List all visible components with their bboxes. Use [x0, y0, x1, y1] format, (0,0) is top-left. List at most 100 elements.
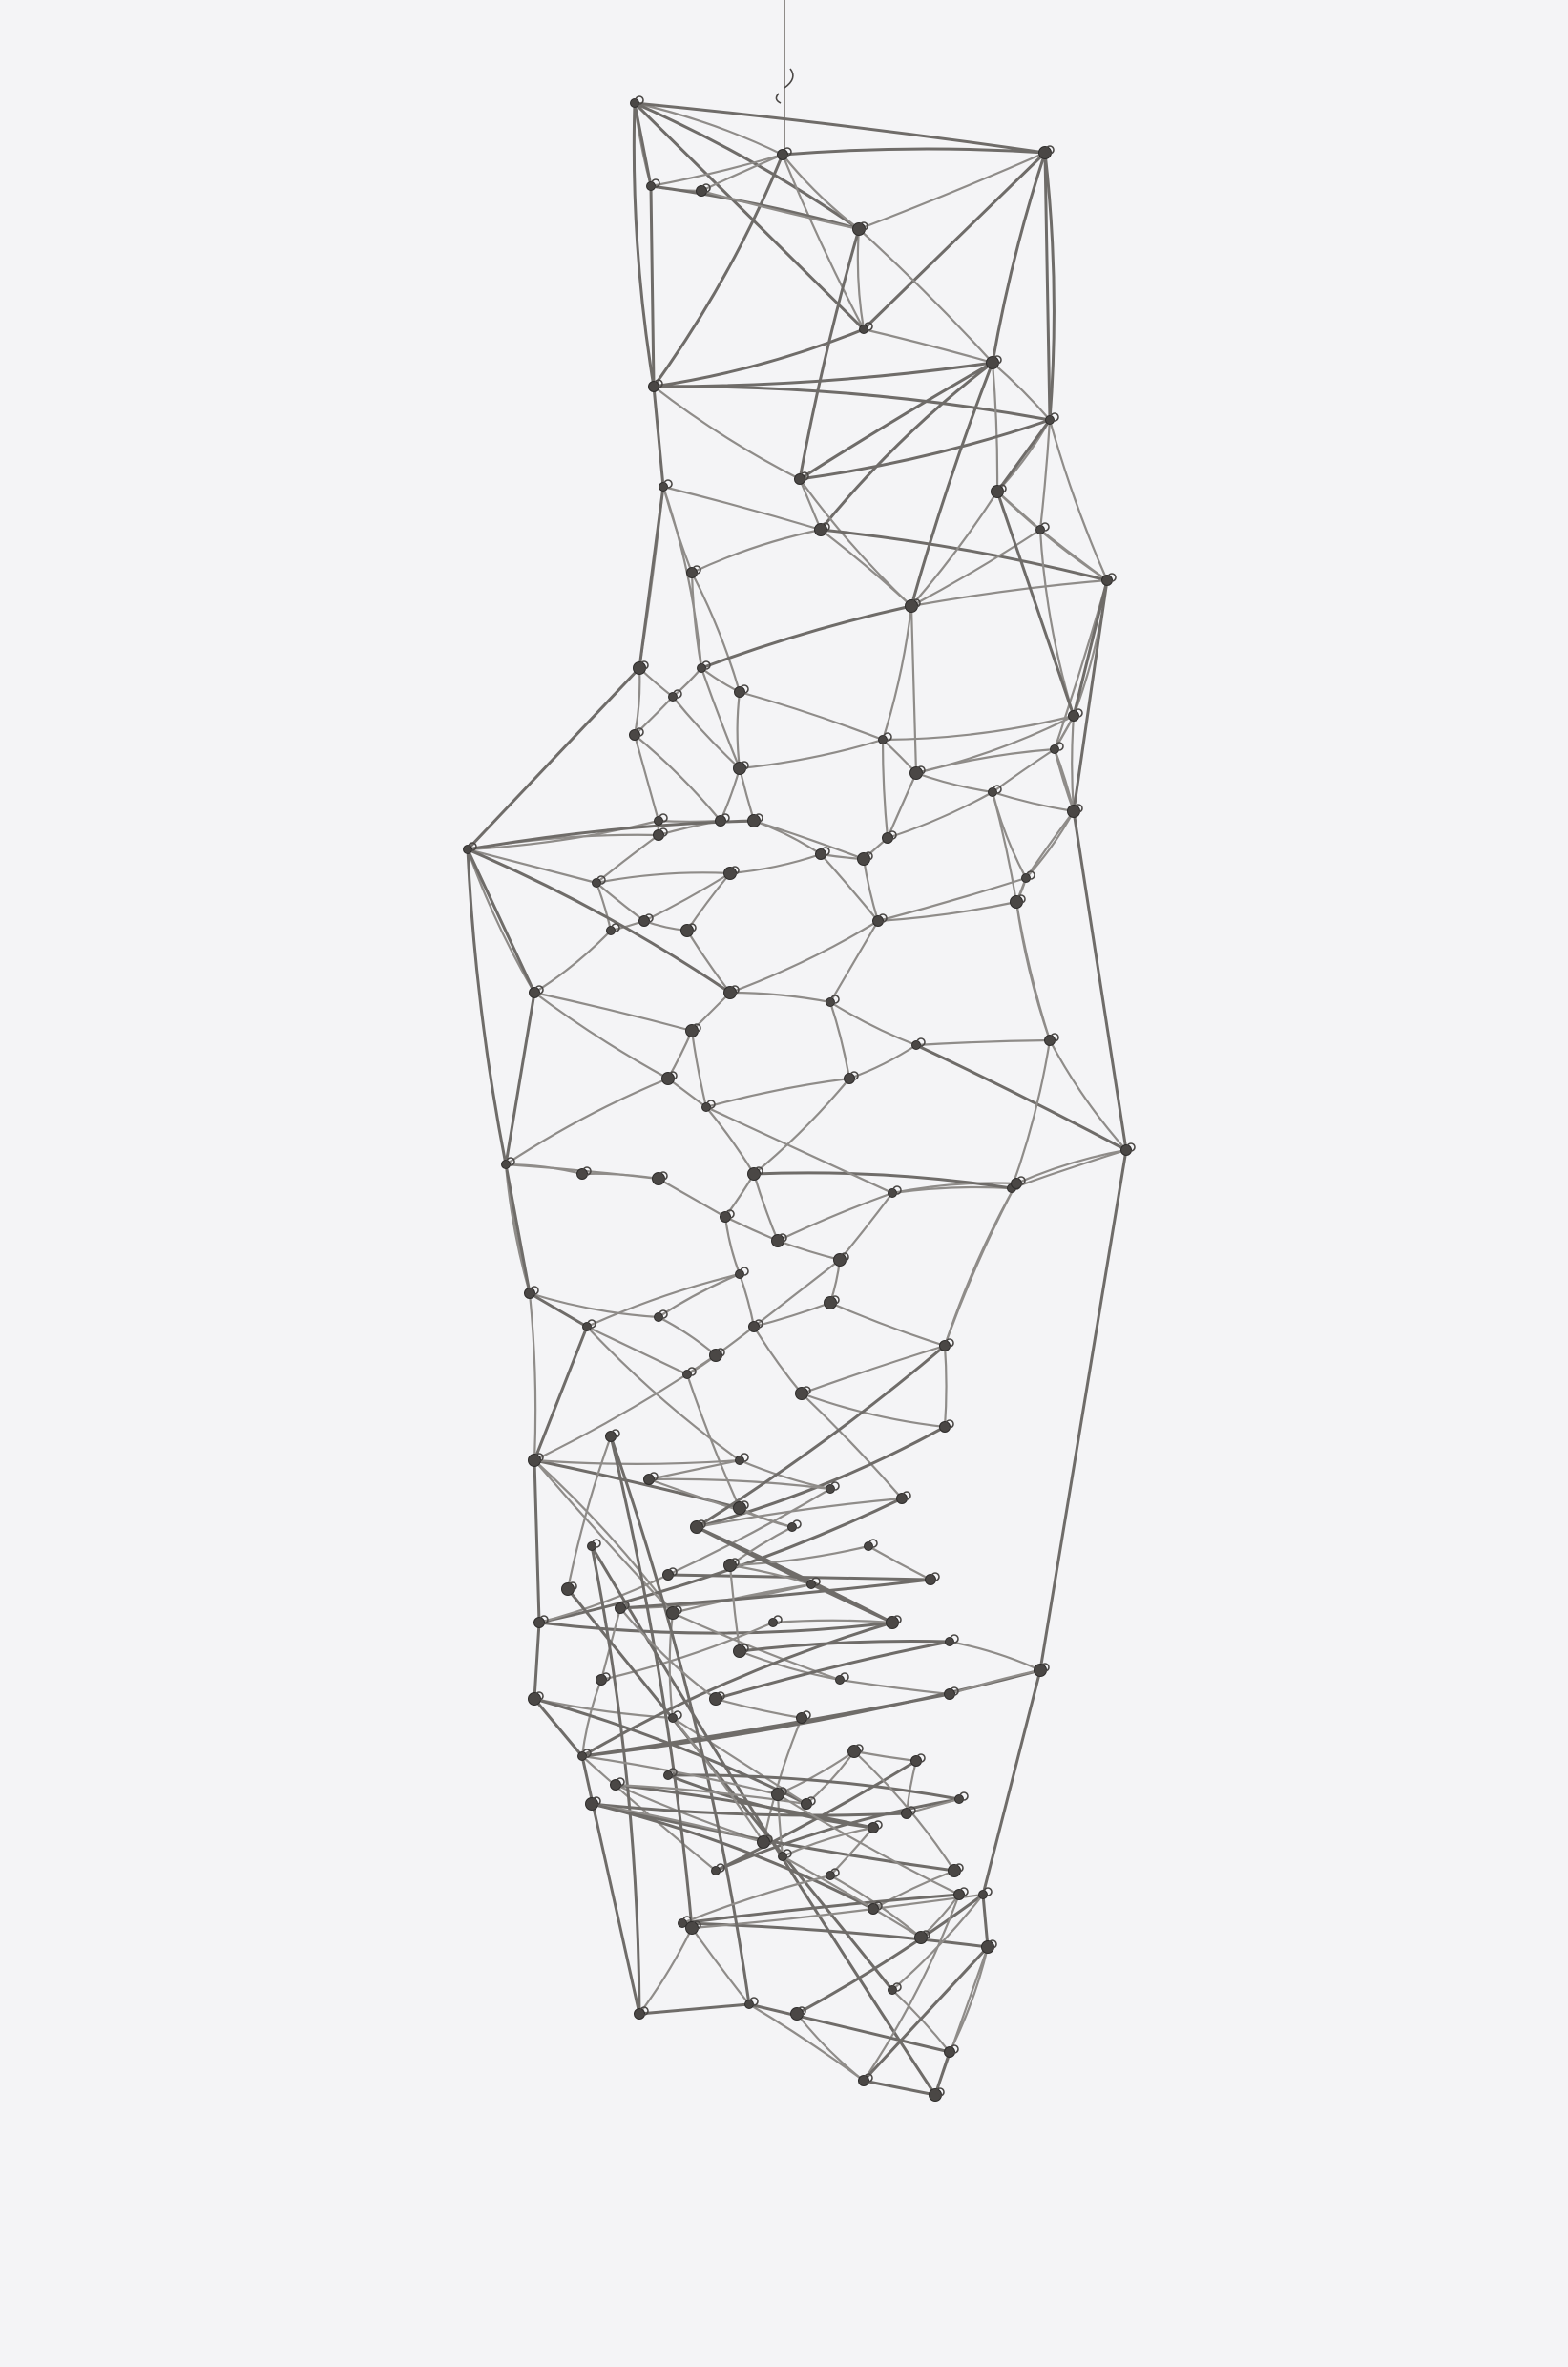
- wire-segment: [771, 1619, 894, 1624]
- wire-joint: [847, 1744, 864, 1758]
- wire-segment: [914, 771, 994, 794]
- wire-joint: [991, 484, 1007, 498]
- wire-segment: [914, 747, 1056, 775]
- wire-joint: [794, 471, 809, 485]
- wire-segment: [752, 819, 823, 856]
- wire-joint: [709, 1691, 725, 1706]
- wire-segment: [867, 1544, 932, 1581]
- wire-joint: [501, 1157, 515, 1169]
- wire-segment: [671, 1716, 765, 1844]
- suspension-hook: [775, 68, 794, 104]
- wire-segment: [466, 848, 536, 995]
- wire-joint: [463, 842, 477, 854]
- wire-segment: [890, 1988, 951, 2054]
- wire-joint: [733, 1500, 749, 1515]
- wire-segment: [649, 153, 784, 188]
- wire-segment: [528, 1291, 660, 1319]
- wire-segment: [876, 900, 1018, 923]
- wire-segment: [828, 1000, 918, 1047]
- wire-segment: [776, 1191, 894, 1243]
- wire-joint: [888, 1982, 902, 1995]
- wire-segment: [685, 1372, 742, 1510]
- wire-segment: [738, 1639, 951, 1653]
- wire-joint: [801, 1796, 816, 1810]
- wire-segment: [914, 1043, 1128, 1152]
- outline-wire: [1072, 578, 1109, 813]
- wire-segment: [690, 991, 732, 1033]
- wire-segment: [566, 1435, 613, 1591]
- wire-joint: [757, 1834, 773, 1849]
- wire-segment: [886, 771, 918, 840]
- wire-segment: [914, 714, 1076, 775]
- wire-joint: [685, 1023, 701, 1037]
- wire-segment: [690, 528, 823, 575]
- wire-segment: [738, 1649, 842, 1682]
- wire-joint: [925, 1572, 940, 1585]
- wire-segment: [466, 848, 508, 1166]
- wire-joint: [686, 565, 701, 578]
- wire-joint: [868, 1820, 883, 1833]
- wire-segment: [798, 477, 913, 608]
- outline-wire: [533, 1621, 541, 1701]
- wire-joint: [733, 1644, 749, 1658]
- wire-segment: [1038, 418, 1052, 532]
- wire-segment: [618, 1606, 718, 1701]
- wire-joint: [668, 1710, 682, 1723]
- wire-joint: [787, 1519, 802, 1532]
- wire-segment: [798, 227, 861, 481]
- wire-segment: [671, 695, 742, 770]
- wire-segment: [690, 1926, 751, 2006]
- wire-joint: [715, 813, 730, 827]
- wire-segment: [466, 848, 598, 885]
- wire-segment: [991, 361, 999, 493]
- wire-segment: [700, 666, 742, 770]
- wire-segment: [819, 528, 913, 608]
- wire-joint: [723, 985, 740, 999]
- wire-joint: [592, 875, 606, 888]
- wire-segment: [537, 1497, 904, 1624]
- wire-joint: [852, 221, 868, 236]
- wire-joint: [653, 827, 668, 841]
- wire-joint: [524, 1286, 539, 1299]
- wire-segment: [828, 1826, 875, 1877]
- wire-segment: [595, 871, 732, 885]
- wire-joint: [768, 1615, 783, 1627]
- wire-segment: [714, 1640, 951, 1701]
- wire-segment: [909, 528, 1042, 608]
- wire-segment: [614, 1783, 875, 1830]
- wire-joint: [577, 1749, 592, 1761]
- wire-segment: [714, 1697, 804, 1720]
- outline-wire: [466, 848, 536, 995]
- outline-wire: [533, 1697, 584, 1758]
- wire-segment: [905, 1759, 918, 1815]
- wire-joint: [659, 479, 673, 492]
- wire-joint: [872, 913, 888, 927]
- wire-segment: [680, 1874, 832, 1925]
- wire-segment: [609, 1435, 694, 1930]
- wire-segment: [1038, 528, 1109, 582]
- wire-segment: [890, 1182, 1018, 1195]
- wire-segment: [680, 1893, 961, 1925]
- wire-segment: [614, 1783, 808, 1806]
- wire-joint: [1035, 522, 1050, 534]
- wire-segment: [728, 1525, 794, 1567]
- wire-segment: [700, 189, 861, 231]
- wire-joint: [709, 1348, 725, 1362]
- wire-segment: [781, 147, 1047, 157]
- wire-joint: [666, 1605, 682, 1620]
- wire-segment: [881, 738, 889, 840]
- wire-joint: [771, 1233, 787, 1247]
- wire-segment: [580, 1678, 603, 1758]
- wire-segment: [1071, 714, 1076, 813]
- wire-segment: [828, 1000, 851, 1080]
- wire-joint: [638, 913, 654, 927]
- wire-joint: [697, 660, 711, 673]
- wire-segment: [800, 1344, 947, 1395]
- wire-segment: [590, 1802, 875, 1911]
- wire-segment: [719, 766, 742, 823]
- wire-joint: [778, 1849, 792, 1861]
- wire-joint: [663, 1768, 678, 1780]
- wire-segment: [580, 1754, 780, 1796]
- wire-segment: [857, 227, 994, 365]
- outline-wire: [1043, 151, 1052, 422]
